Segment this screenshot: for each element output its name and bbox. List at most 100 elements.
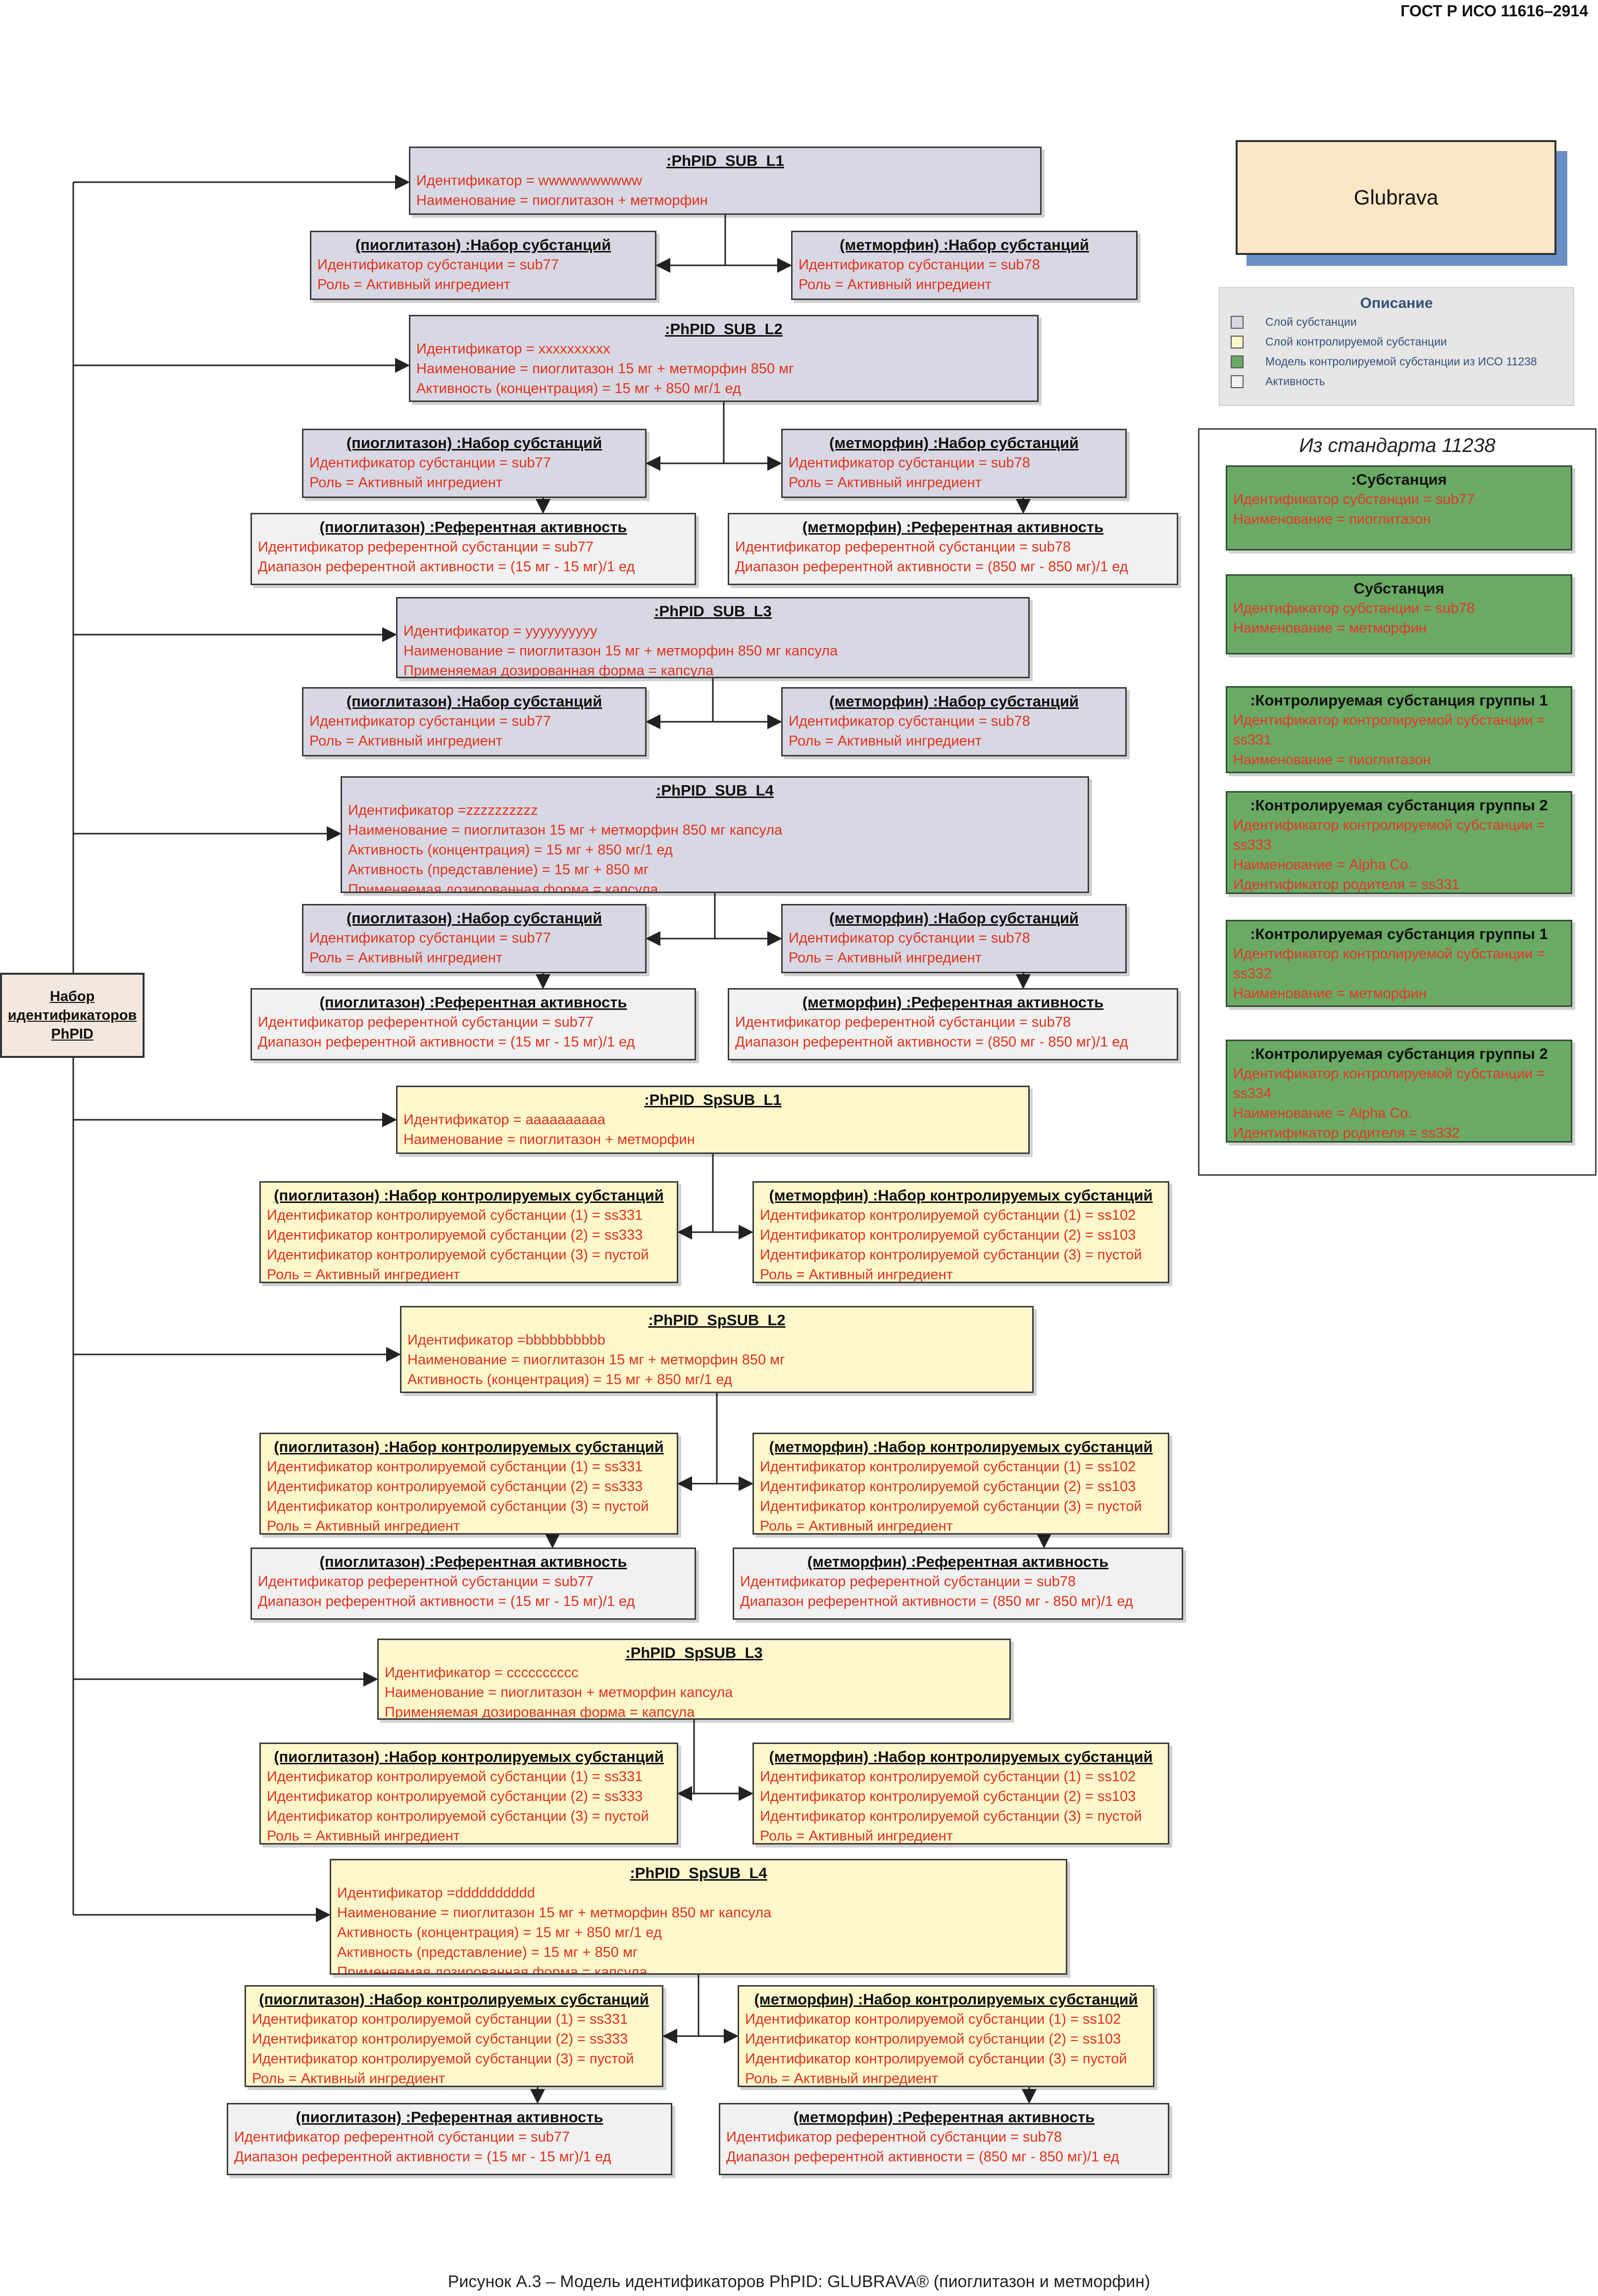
box-sp-l1-b: (метморфин) :Набор контролируемых субста… <box>752 1181 1169 1283</box>
box-line: Идентификатор контролируемой субстанции … <box>760 1207 1136 1223</box>
box-line: Идентификатор субстанции = sub77 <box>317 257 559 273</box>
standard-frame: Из стандарта 11238 <box>1198 428 1597 1176</box>
box-line: Роль = Активный ингредиент <box>317 277 510 293</box>
box-line: Идентификатор референтной субстанции = s… <box>234 2129 570 2145</box>
standard-title: Из стандарта 11238 <box>1299 435 1496 456</box>
box-line: Активность (представление) = 15 мг + 850… <box>337 1945 638 1960</box>
phpid-set-label-3: PhPID <box>51 1026 94 1042</box>
box-title: :PhPID_SpSUB_L4 <box>630 1864 767 1882</box>
legend-swatch <box>1231 375 1244 388</box>
box-title: (метморфин) :Набор субстанций <box>829 434 1079 451</box>
box-line: Активность (концентрация) = 15 мг + 850 … <box>337 1925 662 1941</box>
standard-box-title: :Контролируемая субстанция группы 1 <box>1250 925 1548 943</box>
box-title: (метморфин) :Набор контролируемых субста… <box>769 1438 1153 1455</box>
box-line: Роль = Активный ингредиент <box>309 475 502 491</box>
legend-item: Активность <box>1220 371 1573 391</box>
box-line: Диапазон референтной активности = (850 м… <box>735 559 1128 575</box>
box-line: Роль = Активный ингредиент <box>789 475 982 491</box>
box-title: (метморфин) :Референтная активность <box>802 994 1104 1011</box>
box-title: (пиоглитазон) :Набор контролируемых субс… <box>259 1991 649 2008</box>
box-line: Наименование = пиоглитазон 15 мг + метмо… <box>416 361 794 377</box>
box-line: Роль = Активный ингредиент <box>745 2071 938 2087</box>
box-title: :PhPID_SpSUB_L2 <box>648 1311 786 1329</box>
legend-swatch <box>1231 336 1244 349</box>
box-line: Идентификатор = cccccccccc <box>385 1665 579 1681</box>
legend-label: Слой субстанции <box>1265 315 1357 328</box>
legend-item: Модель контролируемой субстанции из ИСО … <box>1220 351 1573 371</box>
box-line: Идентификатор субстанции = sub78 <box>789 713 1030 729</box>
box-line: Идентификатор контролируемой субстанции … <box>267 1459 643 1475</box>
box-line: Идентификатор субстанции = sub78 <box>789 930 1030 946</box>
standard-box-line: Наименование = Alpha Co. <box>1233 857 1412 873</box>
box-title: (метморфин) :Референтная активность <box>802 518 1104 536</box>
legend-title: Описание <box>1360 295 1433 311</box>
box-title: (метморфин) :Набор контролируемых субста… <box>769 1187 1153 1204</box>
box-line: Идентификатор контролируемой субстанции … <box>252 2011 628 2027</box>
box-line: Идентификатор референтной субстанции = s… <box>258 1574 594 1590</box>
box-line: Идентификатор субстанции = sub77 <box>309 713 551 729</box>
box-title: (метморфин) :Набор субстанций <box>829 909 1079 927</box>
box-title: (метморфин) :Набор контролируемых субста… <box>754 1991 1138 2008</box>
phpid-set-label-2: идентификаторов <box>7 1007 137 1023</box>
box-line: Идентификатор референтной субстанции = s… <box>258 539 594 555</box>
box-line: Роль = Активный ингредиент <box>789 733 982 749</box>
box-line: Диапазон референтной активности = (15 мг… <box>258 1594 635 1609</box>
box-line: Роль = Активный ингредиент <box>252 2071 445 2087</box>
box-line: Идентификатор контролируемой субстанции … <box>760 1498 1142 1514</box>
box-line: Активность (концентрация) = 15 мг + 850 … <box>407 1372 732 1388</box>
box-line: Применяемая дозированная форма = капсула <box>348 882 658 893</box>
box-line: Идентификатор = aaaaaaaaaa <box>403 1112 605 1128</box>
box-title: (пиоглитазон) :Референтная активность <box>296 2108 603 2126</box>
box-title: (пиоглитазон) :Референтная активность <box>319 994 627 1011</box>
box-line: Диапазон референтной активности = (850 м… <box>735 1034 1128 1050</box>
box-line: Идентификатор референтной субстанции = s… <box>735 539 1071 555</box>
box-title: :PhPID_SpSUB_L3 <box>625 1644 763 1661</box>
box-sp-l4-a: (пиоглитазон) :Набор контролируемых субс… <box>245 1985 663 2087</box>
box-line: Роль = Активный ингредиент <box>760 1828 953 1844</box>
standard-box-title: :Контролируемая субстанция группы 2 <box>1250 797 1548 814</box>
box-line: Применяемая дозированная форма = капсула <box>385 1704 695 1720</box>
box-line: Роль = Активный ингредиент <box>799 277 992 293</box>
box-line: Применяемая дозированная форма = капсула <box>403 663 714 678</box>
box-line: Активность (представление) = 15 мг + 850… <box>416 399 1031 400</box>
box-line: Роль = Активный ингредиент <box>760 1267 953 1283</box>
box-line: Идентификатор контролируемой субстанции … <box>760 1247 1142 1263</box>
standard-box-line: Идентификатор контролируемой субстанции … <box>1233 712 1546 748</box>
box-sp-l3-a: (пиоглитазон) :Набор контролируемых субс… <box>259 1743 678 1845</box>
box-line: Идентификатор контролируемой субстанции … <box>745 2011 1121 2027</box>
box-line: Идентификатор референтной субстанции = s… <box>258 1014 594 1030</box>
box-title: (метморфин) :Набор субстанций <box>840 236 1089 253</box>
box-line: Активность (представление) = 15 мг + 850… <box>407 1390 1026 1392</box>
box-title: (метморфин) :Референтная активность <box>793 2108 1095 2126</box>
box-line: Наименование = пиоглитазон 15 мг + метмо… <box>348 822 783 838</box>
standard-box-line: Идентификатор родителя = ss331 <box>1233 877 1460 893</box>
box-title: (пиоглитазон) :Набор субстанций <box>346 693 602 710</box>
box-line: Идентификатор контролируемой субстанции … <box>267 1227 643 1243</box>
box-title: :PhPID_SUB_L3 <box>654 602 772 620</box>
box-line: Применяемая дозированная форма = капсула <box>337 1964 648 1975</box>
phpid-set-label-1: Набор <box>50 989 95 1004</box>
box-line: Идентификатор контролируемой субстанции … <box>745 2051 1127 2067</box>
box-title: :PhPID_SUB_L1 <box>666 152 784 169</box>
box-line: Идентификатор контролируемой субстанции … <box>252 2031 628 2047</box>
box-title: (пиоглитазон) :Референтная активность <box>319 518 627 536</box>
standard-box-line: Идентификатор субстанции = sub77 <box>1233 492 1475 507</box>
document-header: ГОСТ Р ИСО 11616–2914 <box>1400 2 1588 20</box>
box-line: Диапазон референтной активности = (15 мг… <box>234 2149 611 2165</box>
box-line: Идентификатор субстанции = sub77 <box>309 930 551 946</box>
